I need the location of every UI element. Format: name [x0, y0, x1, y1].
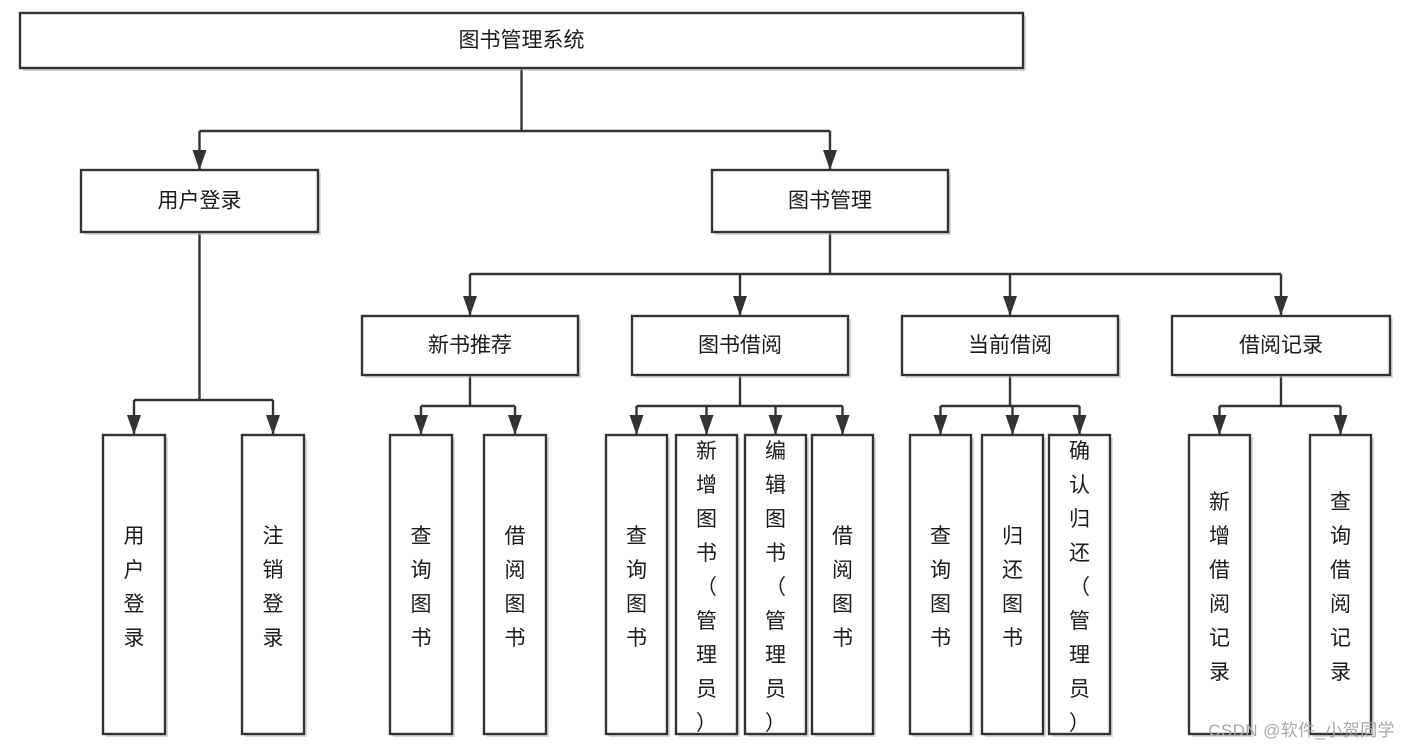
node-label: 借阅图书: [505, 525, 526, 650]
node-box[interactable]: [674, 433, 739, 736]
node-box[interactable]: [18, 11, 1025, 70]
node-label: 确认归还（管理员）: [1069, 440, 1090, 735]
arrow-head-icon: [266, 415, 280, 435]
arrow-head-icon: [1212, 415, 1227, 435]
node-leaf-bor-query[interactable]: 查询图书: [604, 433, 670, 737]
node-label: 编辑图书（管理员）: [765, 440, 786, 735]
node-label: 当前借阅: [968, 334, 1052, 357]
node-label: 查询图书: [411, 525, 432, 650]
node-box[interactable]: [360, 314, 580, 377]
node-l3-current[interactable]: 当前借阅: [900, 314, 1121, 378]
connector-group-l3_new: [414, 375, 522, 435]
arrow-head-icon: [1072, 415, 1087, 435]
arrow-head-icon: [823, 150, 837, 170]
node-box[interactable]: [900, 314, 1120, 377]
node-box[interactable]: [604, 433, 669, 736]
arrow-head-icon: [127, 415, 141, 435]
node-leaf-new-borrow[interactable]: 借阅图书: [482, 433, 549, 737]
node-label: 用户登录: [158, 190, 242, 213]
node-label: 借阅记录: [1239, 334, 1323, 357]
node-box[interactable]: [1170, 314, 1392, 377]
node-box[interactable]: [743, 433, 808, 736]
arrow-head-icon: [508, 415, 522, 435]
node-box[interactable]: [710, 168, 950, 234]
node-label: 归还图书: [1002, 525, 1023, 650]
arrow-head-icon: [1274, 296, 1288, 316]
node-label: 图书借阅: [698, 334, 782, 357]
node-l2-user[interactable]: 用户登录: [79, 168, 321, 235]
arrow-head-icon: [414, 415, 428, 435]
arrow-head-icon: [933, 415, 948, 435]
connector-group-l3_borrow: [629, 375, 850, 435]
node-box[interactable]: [482, 433, 548, 736]
arrow-head-icon: [192, 150, 207, 170]
node-box[interactable]: [1308, 433, 1373, 736]
node-label: 新增借阅记录: [1209, 491, 1230, 684]
arrow-head-icon: [463, 296, 477, 316]
node-l3-borrow[interactable]: 图书借阅: [630, 314, 851, 378]
arrow-head-icon: [629, 415, 644, 435]
arrow-head-icon: [1333, 415, 1348, 435]
edges-layer: [127, 68, 1348, 435]
arrow-head-icon: [1005, 415, 1020, 435]
arrow-head-icon: [699, 415, 714, 435]
node-box[interactable]: [79, 168, 320, 234]
node-root[interactable]: 图书管理系统: [18, 11, 1026, 71]
node-label: 新书推荐: [428, 334, 512, 357]
node-leaf-cur-return[interactable]: 归还图书: [980, 433, 1046, 737]
node-box[interactable]: [1047, 433, 1112, 736]
arrow-head-icon: [1003, 296, 1017, 316]
node-label: 新增图书（管理员）: [696, 440, 717, 735]
node-leaf-new-query[interactable]: 查询图书: [388, 433, 455, 737]
node-label: 图书管理系统: [459, 29, 585, 52]
node-leaf-user-login[interactable]: 用户登录: [101, 433, 168, 737]
node-label: 查询图书: [626, 525, 647, 650]
node-l3-record[interactable]: 借阅记录: [1170, 314, 1393, 378]
arrow-head-icon: [835, 415, 850, 435]
node-box[interactable]: [980, 433, 1045, 736]
connector-group-l3_record: [1212, 375, 1348, 435]
node-box[interactable]: [810, 433, 875, 736]
arrow-head-icon: [768, 415, 783, 435]
node-label: 注销登录: [263, 525, 284, 650]
node-leaf-bor-lend[interactable]: 借阅图书: [810, 433, 876, 737]
node-leaf-rec-add[interactable]: 新增借阅记录: [1187, 433, 1253, 737]
node-box[interactable]: [1187, 433, 1252, 736]
node-box[interactable]: [908, 433, 973, 736]
arrow-head-icon: [733, 296, 747, 316]
connector-group-l2_user: [127, 232, 280, 435]
node-l2-book[interactable]: 图书管理: [710, 168, 951, 235]
node-box[interactable]: [101, 433, 167, 736]
node-label: 查询借阅记录: [1330, 491, 1351, 684]
connector-group-root: [192, 68, 837, 170]
node-leaf-user-logout[interactable]: 注销登录: [240, 433, 307, 737]
nodes-layer: 图书管理系统用户登录图书管理新书推荐图书借阅当前借阅借阅记录用户登录注销登录查询…: [18, 11, 1393, 737]
node-box[interactable]: [388, 433, 454, 736]
node-leaf-bor-edit[interactable]: 编辑图书（管理员）: [743, 433, 809, 737]
node-leaf-cur-query[interactable]: 查询图书: [908, 433, 974, 737]
node-label: 借阅图书: [832, 525, 853, 650]
connector-group-l3_current: [933, 375, 1087, 435]
node-leaf-cur-confirm[interactable]: 确认归还（管理员）: [1047, 433, 1113, 737]
node-l3-new[interactable]: 新书推荐: [360, 314, 581, 378]
node-label: 查询图书: [930, 525, 951, 650]
node-leaf-bor-add[interactable]: 新增图书（管理员）: [674, 433, 740, 737]
node-leaf-rec-query[interactable]: 查询借阅记录: [1308, 433, 1374, 737]
node-label: 用户登录: [124, 525, 145, 650]
node-box[interactable]: [630, 314, 850, 377]
node-label: 图书管理: [788, 190, 872, 213]
node-box[interactable]: [240, 433, 306, 736]
connector-group-l2_book: [463, 232, 1288, 316]
